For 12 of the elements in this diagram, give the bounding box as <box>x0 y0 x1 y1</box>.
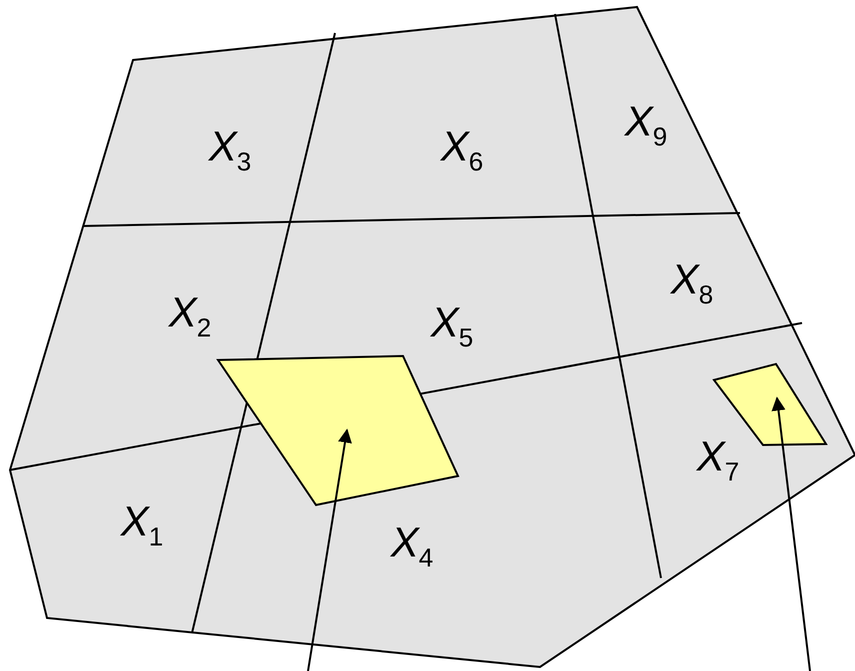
region-label: X$_{3}$ <box>208 126 252 174</box>
region-label: X$_{2}$ <box>168 292 212 340</box>
region-label: X$_{8}$ <box>670 258 714 308</box>
arrow <box>307 428 352 671</box>
region-label: X$_{7}$ <box>696 436 740 484</box>
arrow <box>772 396 811 671</box>
region-label: X$_{4}$ <box>390 522 434 570</box>
highlighted-region <box>216 354 460 506</box>
region-label: X$_{6}$ <box>440 126 484 174</box>
region-label: X$_{5}$ <box>430 302 474 350</box>
region-label: X$_{1}$ <box>120 500 164 550</box>
region-label: X$_{9}$ <box>624 100 668 150</box>
